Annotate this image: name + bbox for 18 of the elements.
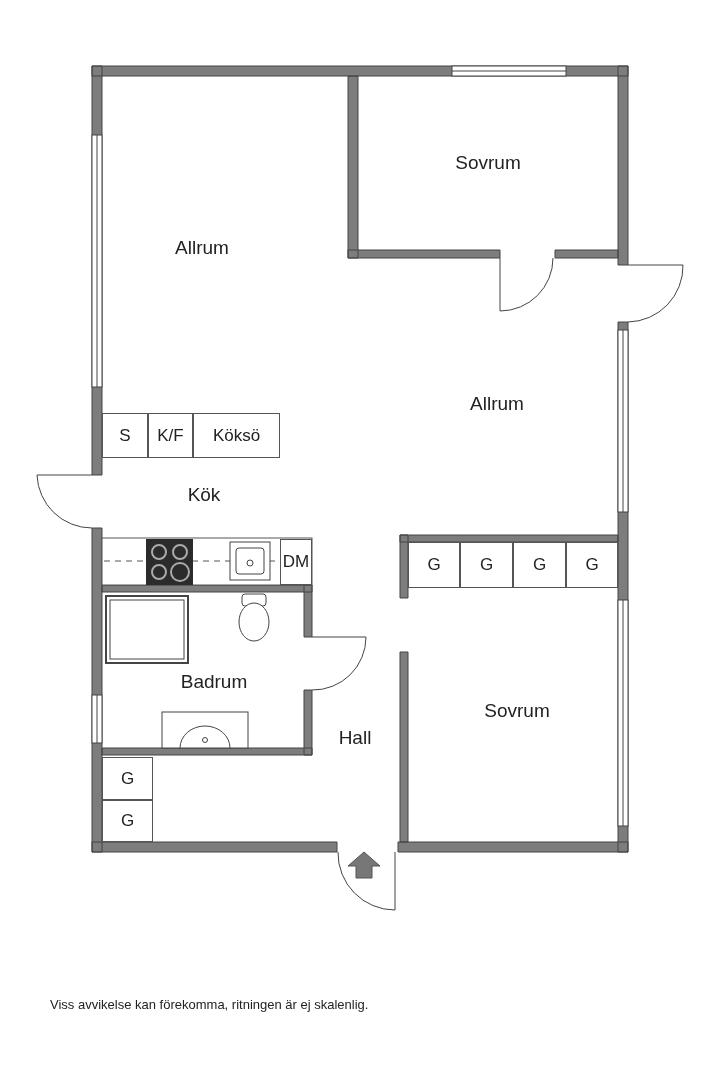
- room-name: Sovrum: [484, 700, 550, 722]
- kitchen-island: Köksö: [193, 413, 280, 458]
- cabinet: S: [102, 413, 148, 458]
- room-name: Hall: [338, 727, 372, 749]
- disclaimer-note: Viss avvikelse kan förekomma, ritningen är ej skalenlig.: [50, 997, 369, 1012]
- room-name: Badrum: [180, 671, 248, 693]
- wardrobe: G: [102, 800, 153, 842]
- room-name: Kök: [187, 484, 221, 506]
- dishwasher: DM: [280, 539, 312, 585]
- room-name: Allrum: [470, 393, 524, 415]
- wardrobe: G: [460, 542, 513, 588]
- wardrobe: G: [102, 757, 153, 800]
- room-name: Sovrum: [455, 152, 521, 174]
- room-name: Allrum: [175, 237, 229, 259]
- wardrobe: G: [408, 542, 460, 588]
- fridge-freezer: K/F: [148, 413, 193, 458]
- wardrobe: G: [566, 542, 618, 588]
- wardrobe: G: [513, 542, 566, 588]
